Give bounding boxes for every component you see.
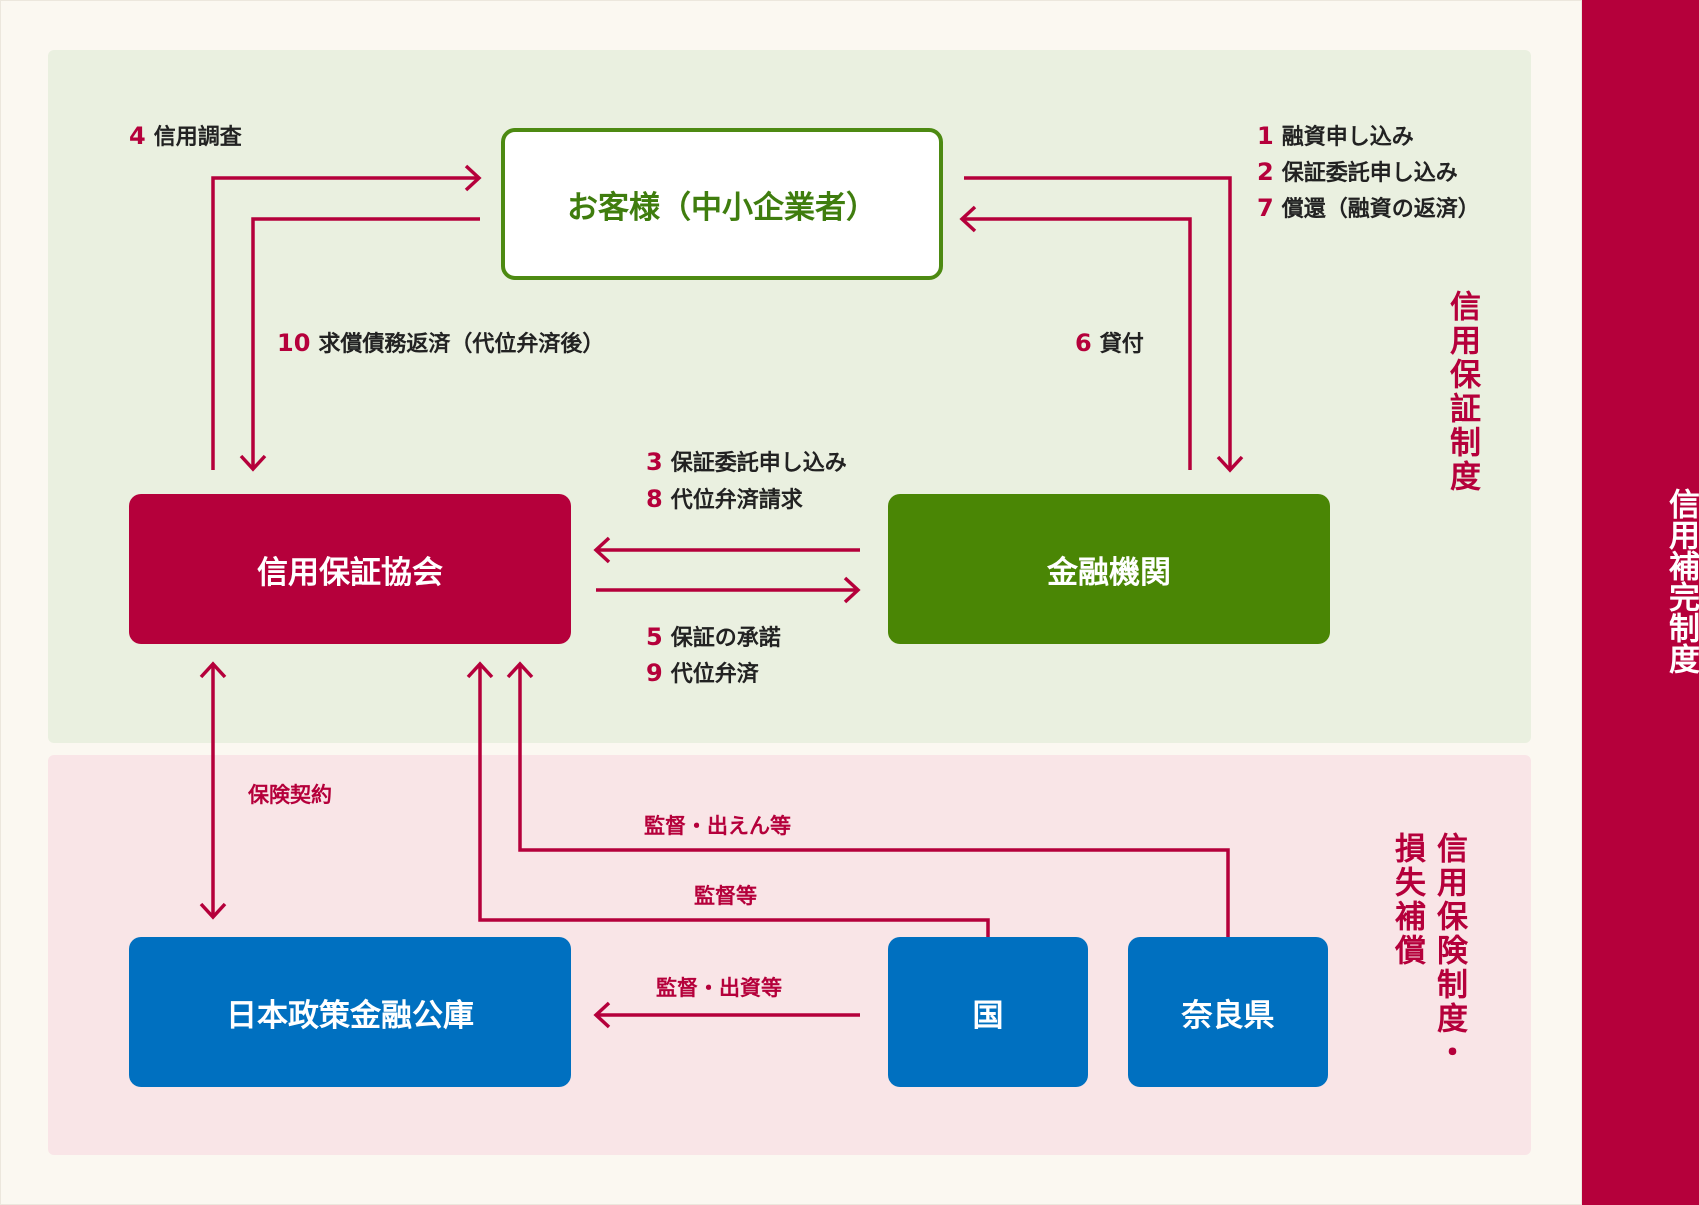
arrowhead-loan-application <box>1216 455 1244 473</box>
insurance-system-label: 信用保険制度・ <box>1431 832 1467 1070</box>
arrow-pref-supervision <box>518 664 1230 937</box>
arrowhead-state-supervision <box>466 661 494 679</box>
arrowhead-lending <box>959 205 977 233</box>
credit-guarantee-association-box: 信用保証協会 <box>129 494 571 644</box>
sidebar-label: 信用補完制度 <box>1663 488 1699 674</box>
loss-compensation-label: 損失補償 <box>1389 832 1425 968</box>
arrowhead-guarantee-approval <box>843 576 861 604</box>
national-government-box: 国 <box>888 937 1088 1087</box>
arrowhead-insurance-contract-down <box>199 902 227 920</box>
customer-box: お客様（中小企業者） <box>501 128 943 280</box>
pref-supervision-label: 監督・出えん等 <box>644 814 791 838</box>
sidebar: 信用補完制度 <box>1582 0 1699 1205</box>
arrowhead-reimbursement <box>239 454 267 472</box>
arrow-credit-investigation <box>211 176 478 470</box>
arrowhead-guarantee-request <box>593 536 611 564</box>
state-funding-label: 監督・出資等 <box>656 976 782 1000</box>
arrowhead-credit-investigation <box>464 164 482 192</box>
financial-institution-box: 金融機関 <box>888 494 1330 644</box>
arrowhead-state-funding <box>593 1001 611 1029</box>
japan-finance-corporation-box: 日本政策金融公庫 <box>129 937 571 1087</box>
arrow-loan-application <box>964 176 1232 470</box>
arrow-reimbursement <box>251 217 480 468</box>
state-supervision-label: 監督等 <box>694 884 757 908</box>
insurance-contract-label: 保険契約 <box>248 783 332 807</box>
nara-prefecture-box: 奈良県 <box>1128 937 1328 1087</box>
arrow-state-supervision <box>478 664 990 937</box>
arrowhead-pref-supervision <box>506 661 534 679</box>
arrow-lending <box>962 217 1192 470</box>
guarantee-system-label: 信用保証制度 <box>1444 290 1480 494</box>
arrowhead-insurance-contract-up <box>199 661 227 679</box>
